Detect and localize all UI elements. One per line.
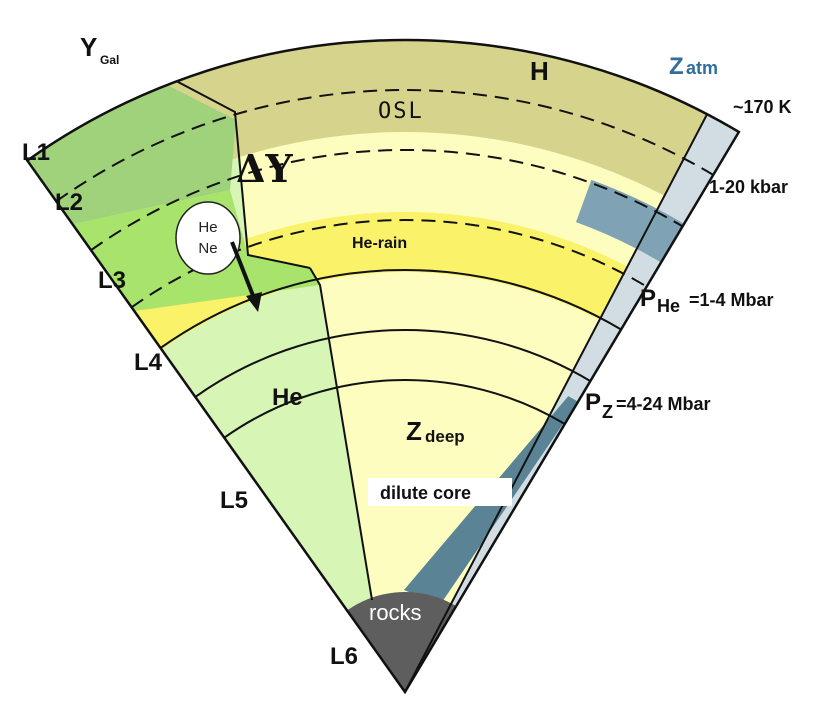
layer-l1-label: L1	[22, 139, 50, 166]
dilute-core-label: dilute core	[380, 483, 471, 503]
he-region-label: He	[272, 384, 303, 411]
z-atm-subscript: atm	[686, 58, 718, 78]
pressure-kbar-label: 1-20 kbar	[709, 177, 788, 197]
wedge-outline	[25, 38, 741, 695]
z-atm-boundary-line	[404, 113, 708, 693]
p-he-subscript: He	[657, 296, 680, 316]
he-rain-label: He-rain	[352, 235, 407, 252]
he-ne-bubble	[175, 201, 241, 275]
he-bubble-label: He	[198, 219, 217, 236]
layer-l6-label: L6	[330, 643, 358, 670]
z-deep-subscript: deep	[425, 427, 465, 446]
temperature-label: ~170 K	[733, 97, 792, 117]
rocks-label: rocks	[369, 600, 422, 625]
sinking-arrow-shaft	[230, 241, 256, 299]
p-he-label: P	[640, 285, 656, 312]
layer-l4-arc	[194, 329, 591, 398]
z-atm-label: Z	[669, 53, 684, 80]
z-deep-label: Z	[406, 416, 422, 446]
layer-l3-label: L3	[98, 267, 126, 294]
ygal-boundary-line	[176, 80, 311, 269]
h-label: H	[530, 56, 549, 86]
p-z-value: =4-24 Mbar	[616, 394, 711, 414]
p-he-value: =1-4 Mbar	[689, 290, 774, 310]
ygal-subscript: Gal	[100, 53, 119, 67]
dilute-core-box	[368, 478, 512, 506]
layer-l4-label: L4	[134, 349, 163, 376]
ne-bubble-label: Ne	[198, 240, 217, 257]
he-region-boundary-line	[309, 267, 373, 601]
osl-label: OSL	[378, 99, 424, 124]
osl-bottom-dashed	[90, 149, 684, 252]
sinking-arrow-head-icon	[246, 292, 262, 312]
he-rain-bottom-arc	[159, 269, 622, 349]
delta-y-label: ΔY	[236, 146, 293, 191]
p-z-label: P	[585, 389, 601, 416]
ygal-label: Y	[80, 32, 97, 62]
p-z-subscript: Z	[602, 402, 613, 422]
layer-l5-label: L5	[220, 487, 248, 514]
layer-l5-arc	[223, 379, 566, 439]
layer-l2-label: L2	[55, 189, 83, 216]
